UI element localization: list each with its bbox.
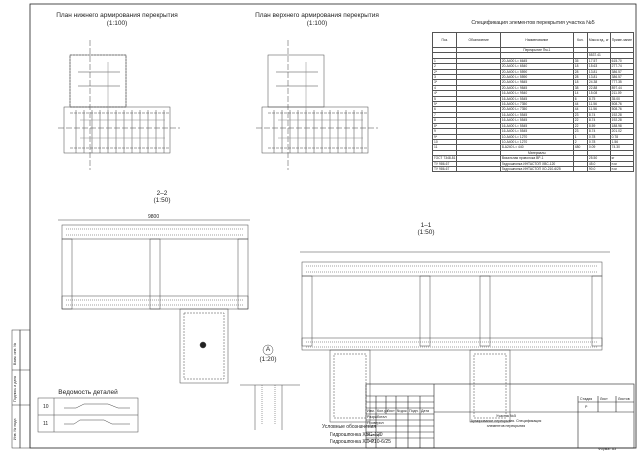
stamp-sheet-header: Лист [600, 397, 608, 401]
section-1-1-scale: (1:50) [417, 229, 435, 236]
stamp-line-1: Участок №5 [496, 414, 516, 418]
lower-plan [58, 40, 180, 170]
sheet-frame [29, 3, 637, 449]
side-stamp-item-2: Инв. № подл. [13, 417, 17, 440]
node-a [240, 344, 300, 430]
stamp-col-5: Дата [421, 409, 429, 413]
stamp-line-3: элементов перекрытия [486, 424, 526, 428]
upper-plan [256, 40, 378, 170]
stamp-sheets-header: Листов [618, 397, 630, 401]
stamp-col-2: Лист [387, 409, 395, 413]
legend-title: Условные обозначения [322, 424, 377, 430]
stamp-role-0: Разработал [367, 415, 387, 419]
details-row-11: 11 [43, 421, 49, 427]
lower-plan-scale: (1:100) [106, 20, 128, 27]
lower-plan-title: План нижнего армирования перекрытия [56, 12, 178, 19]
legend-item-2: Гидрошпонка ХО-210-6/25 [330, 439, 391, 445]
stamp-col-4: Подп. [409, 409, 419, 413]
spec-material-2-cell-3 [572, 165, 588, 173]
node-a-scale: (1:20) [259, 356, 277, 363]
spec-material-2: ТУ 986-67 Гидрошпонка ИНТАСТОП ХО-210-6/2… [431, 165, 635, 173]
node-a-title: A [265, 346, 271, 353]
spec-row-3-cell-5: 386.57 [609, 68, 635, 76]
upper-plan-scale: (1:100) [306, 20, 328, 27]
spec-material-0-cell-0: ГОСТ 7348-81 [431, 155, 458, 162]
details-title: Ведомость деталей [58, 389, 118, 396]
section-2-2-title: 2–2 [156, 190, 168, 197]
spec-header-qty: Кол. [572, 32, 588, 48]
stamp-role-1: Проверил [367, 421, 384, 425]
spec-header-designation: Обозначение [456, 32, 501, 48]
spec-header-note: Приме-чание [609, 32, 635, 48]
stamp-stage-header: Стадия [580, 397, 593, 401]
spec-material-2-cell-5: п.м [609, 165, 635, 173]
details-row-10: 10 [43, 404, 49, 410]
upper-plan-title: План верхнего армирования перекрытия [255, 12, 379, 19]
spec-header-pos: Поз. [431, 32, 458, 48]
stamp-col-3: №док. [397, 409, 408, 413]
side-stamp [11, 329, 31, 449]
dim-total: 9800 [148, 214, 160, 220]
section-1-1 [300, 251, 610, 423]
section-2-2-scale: (1:50) [153, 197, 171, 204]
section-1-1-title: 1–1 [420, 222, 432, 229]
stamp-format: Формат А3 [598, 447, 617, 451]
spec-title: Спецификация элементов перекрытия участк… [471, 20, 595, 26]
stamp-stage: Р [585, 405, 588, 409]
spec-material-2-cell-1 [456, 165, 501, 173]
spec-table: Поз. Обозначение Наименование Кол. Масса… [431, 32, 635, 173]
section-2-2 [58, 219, 250, 384]
details-table [37, 397, 139, 433]
spec-section-materials: Материалы [431, 149, 635, 157]
spec-header-mass: Масса ед., кг [586, 32, 611, 48]
legend-item-1: Гидрошпонка ХВС-120 [330, 432, 383, 438]
spec-material-2-cell-0: ТУ 986-67 [431, 165, 458, 173]
side-stamp-item-0: Взам. инв. № [13, 342, 17, 365]
stamp-col-1: Кол.уч [377, 409, 388, 413]
spec-material-2-cell-2: Гидрошпонка ИНТАСТОП ХО-210-6/25 [499, 165, 574, 173]
stamp-line-2: Армирование перекрытия. Спецификация [470, 419, 542, 423]
stamp-role-3: Н.контр. [367, 433, 381, 437]
spec-header-row: Поз. Обозначение Наименование Кол. Масса… [431, 32, 635, 48]
spec-header-name: Наименование [499, 32, 574, 48]
title-block [365, 383, 635, 449]
stamp-role-4: ГИП [367, 439, 375, 443]
side-stamp-item-1: Подпись и дата [13, 376, 17, 402]
spec-material-1-cell-0: ТУ 986-67 [431, 160, 458, 167]
stamp-col-0: Изм. [367, 409, 375, 413]
spec-material-2-cell-4: 90.0 [586, 165, 611, 173]
